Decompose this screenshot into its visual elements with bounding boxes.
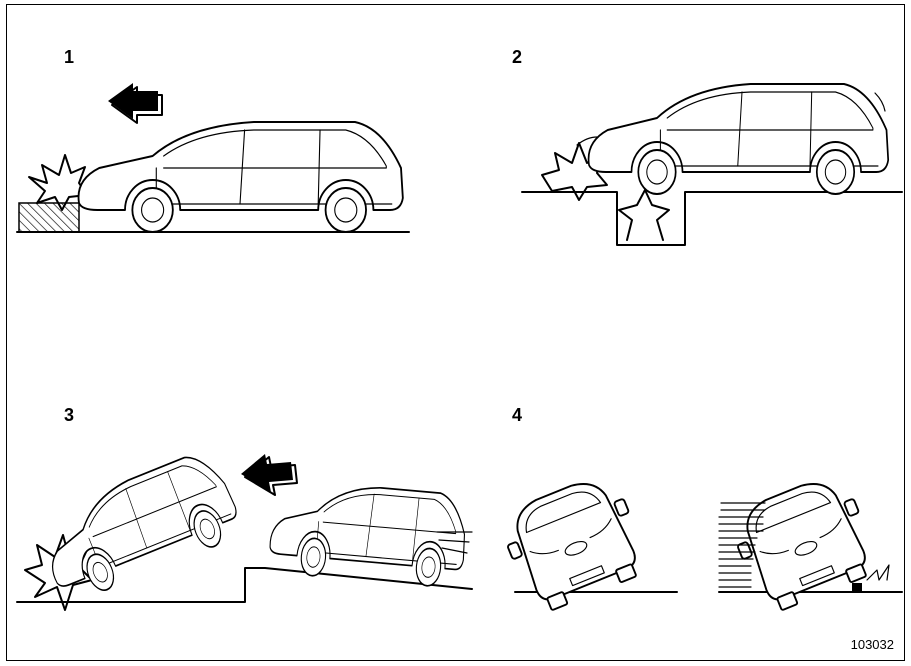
panel-2-pothole-impact: [522, 84, 902, 245]
panel-1-frontal-impact: [17, 83, 409, 232]
panel-3-slope-impact: [17, 447, 472, 610]
impact-burst-icon: [619, 190, 669, 240]
collision-diagram: [7, 5, 906, 662]
panel-4-rollover-impact: [495, 469, 902, 616]
illustration-frame: 1 2 3 4 103032: [6, 4, 905, 661]
obstacle-block: [852, 583, 862, 592]
impact-burst-icon: [867, 565, 889, 580]
